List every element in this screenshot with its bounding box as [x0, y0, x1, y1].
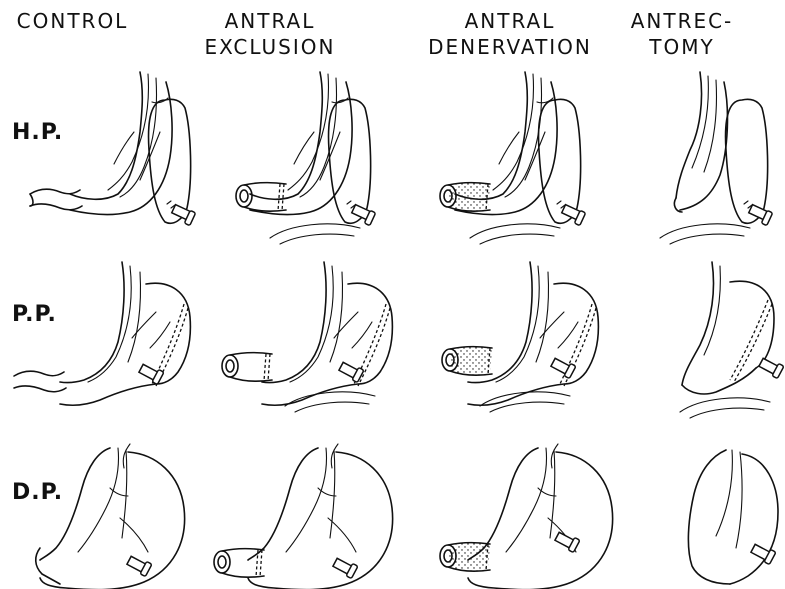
drawing-antral-denervation-hp — [440, 72, 586, 244]
drawing-control-pp — [14, 262, 190, 405]
drawing-antral-exclusion-hp — [236, 72, 376, 244]
drawing-antral-exclusion-dp — [214, 444, 393, 589]
drawing-control-hp — [30, 72, 196, 226]
drawing-antral-denervation-pp — [442, 262, 598, 412]
drawing-control-dp — [36, 444, 185, 589]
drawing-antrectomy-hp — [660, 72, 773, 244]
drawing-antrectomy-pp — [680, 262, 784, 418]
drawing-antrectomy-dp — [688, 450, 778, 584]
drawing-antral-exclusion-pp — [222, 262, 392, 412]
drawing-antral-denervation-dp — [440, 444, 613, 589]
